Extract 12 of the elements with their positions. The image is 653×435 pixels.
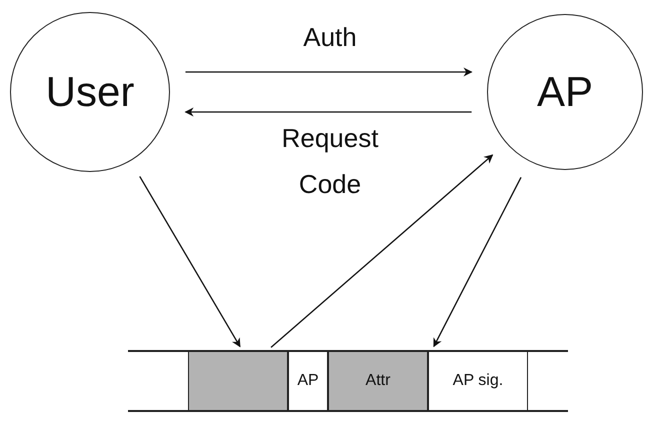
shaded-field bbox=[188, 352, 288, 410]
arrow bbox=[185, 68, 472, 76]
message-field: Attr bbox=[328, 352, 428, 410]
message-field: AP sig. bbox=[428, 352, 528, 410]
message-strip bbox=[128, 350, 568, 412]
arrow bbox=[184, 108, 472, 116]
circle-node: User bbox=[10, 12, 170, 172]
circle-node: AP bbox=[487, 14, 643, 170]
message-field: AP bbox=[288, 352, 328, 410]
arrow bbox=[433, 177, 522, 348]
arrow bbox=[139, 176, 241, 348]
arrow bbox=[270, 154, 494, 348]
